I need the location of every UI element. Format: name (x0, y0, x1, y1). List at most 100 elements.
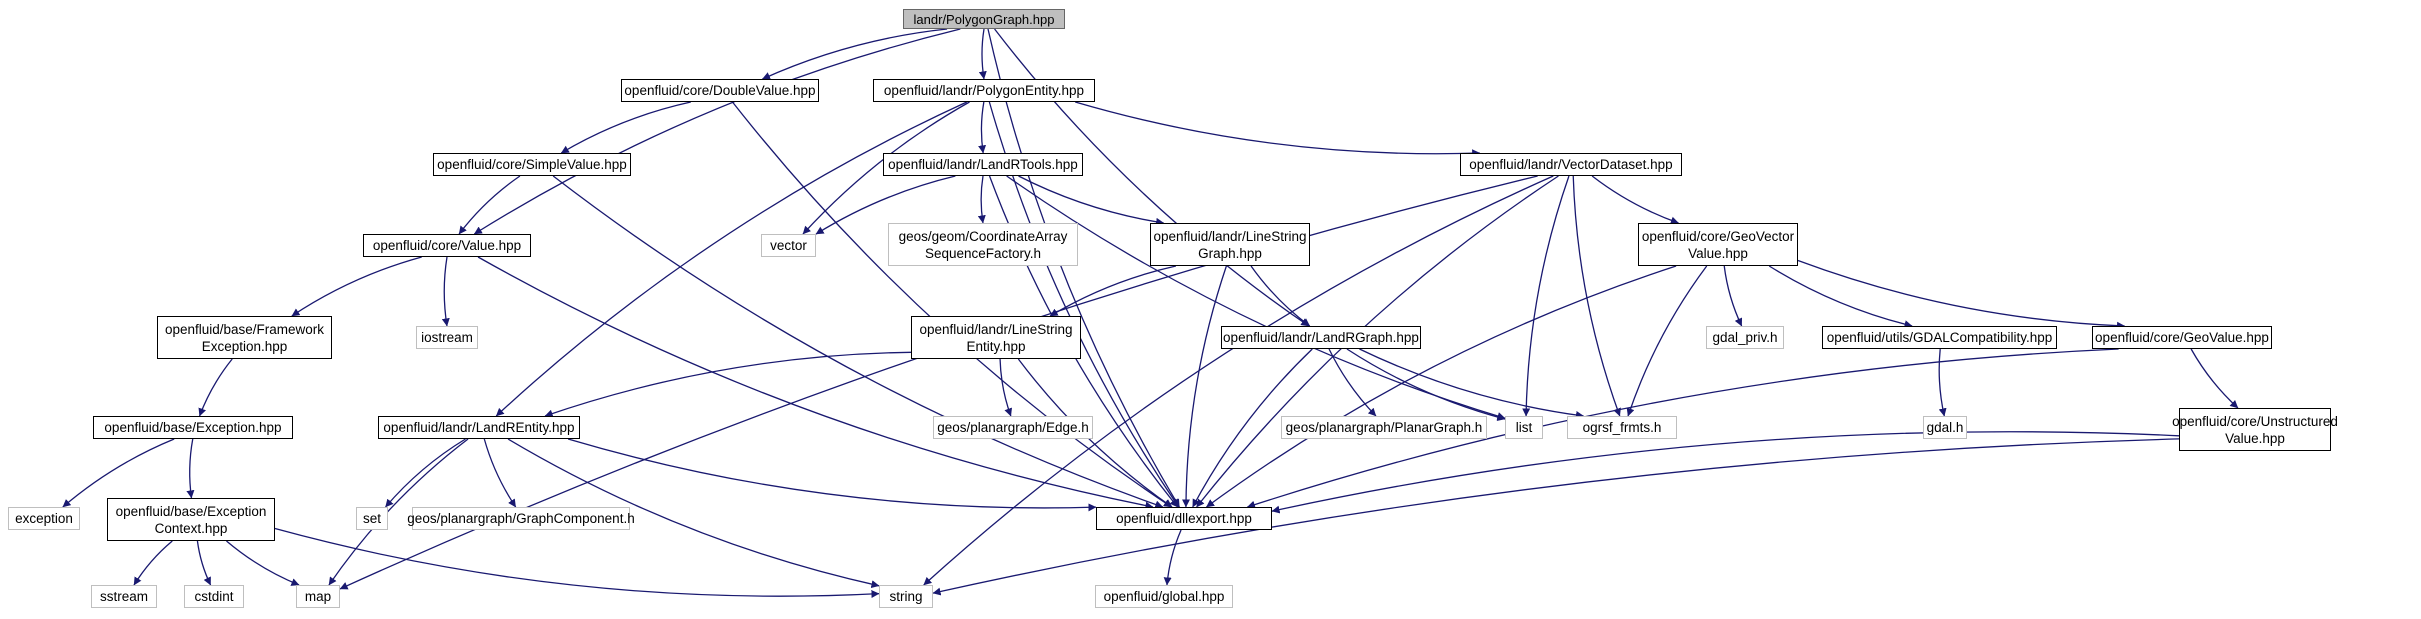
edge-simplevalue-to-value (458, 175, 521, 235)
node-landrgraph[interactable]: openfluid/landr/LandRGraph.hpp (1221, 326, 1421, 349)
node-label: openfluid/base/Exception Context.hpp (115, 503, 267, 536)
edge-value-to-fwexception (291, 256, 422, 317)
node-set: set (356, 507, 388, 530)
edge-exceptioncontext-to-cstdint (196, 540, 212, 586)
node-graphcomponent: geos/planargraph/GraphComponent.h (407, 507, 635, 530)
node-exceptioncontext[interactable]: openfluid/base/Exception Context.hpp (107, 498, 275, 541)
node-label: sstream (99, 589, 148, 604)
node-value[interactable]: openfluid/core/Value.hpp (363, 234, 531, 257)
edge-polygonentity-to-vector (802, 101, 970, 235)
edge-landrentity-to-dllexport (567, 438, 1097, 512)
node-label: openfluid/utils/GDALCompatibility.hpp (1826, 330, 2053, 345)
edge-polygongraph-to-doublevalue (762, 28, 948, 80)
node-gdalh: gdal.h (1923, 416, 1967, 439)
edge-exceptioncontext-to-string (274, 527, 880, 598)
edge-linestringentity-to-edge (999, 358, 1013, 417)
edge-linestringgraph-to-landrgraph (1250, 265, 1311, 327)
node-vectordataset[interactable]: openfluid/landr/VectorDataset.hpp (1460, 153, 1682, 176)
node-label: vector (770, 238, 807, 253)
node-label: geos/planargraph/Edge.h (937, 420, 1089, 435)
edge-landrgraph-to-list (1346, 348, 1506, 421)
node-label: openfluid/landr/LineString Entity.hpp (919, 321, 1073, 354)
edge-vectordataset-to-string (923, 175, 1554, 586)
node-iostream: iostream (416, 326, 478, 349)
node-label: cstdint (194, 589, 234, 604)
node-label: openfluid/landr/LandREntity.hpp (383, 420, 575, 435)
node-label: geos/geom/CoordinateArray SequenceFactor… (898, 228, 1068, 261)
edge-landrtools-to-linestringgraph (1018, 175, 1165, 226)
node-string: string (879, 585, 933, 608)
node-linestringgraph[interactable]: openfluid/landr/LineString Graph.hpp (1150, 223, 1310, 266)
edge-unstructured-to-dllexport (1271, 431, 2180, 514)
edge-polygongraph-to-polygonentity (978, 28, 987, 80)
node-simplevalue[interactable]: openfluid/core/SimpleValue.hpp (433, 153, 631, 176)
node-label: openfluid/landr/LandRTools.hpp (888, 157, 1078, 172)
edge-linestringentity-to-dllexport (1017, 358, 1173, 508)
edge-fwexception-to-exception (198, 358, 233, 417)
edge-geovalue-to-unstructured (2190, 348, 2239, 409)
node-polygongraph[interactable]: landr/PolygonGraph.hpp (903, 9, 1065, 29)
edge-polygonentity-to-landrtools (978, 101, 987, 154)
node-label: gdal_priv.h (1712, 330, 1778, 345)
node-landrentity[interactable]: openfluid/landr/LandREntity.hpp (378, 416, 580, 439)
edge-exceptioncontext-to-map (226, 540, 300, 586)
node-gdalpriv: gdal_priv.h (1706, 326, 1784, 349)
node-label: ogrsf_frmts.h (1582, 420, 1662, 435)
node-dllexport[interactable]: openfluid/dllexport.hpp (1096, 507, 1272, 530)
node-label: geos/planargraph/PlanarGraph.h (1285, 420, 1483, 435)
node-label: openfluid/landr/LineString Graph.hpp (1153, 228, 1307, 261)
node-planargraph: geos/planargraph/PlanarGraph.h (1281, 416, 1487, 439)
edge-polygongraph-to-value (473, 28, 961, 235)
node-sstream: sstream (91, 585, 157, 608)
node-label: exception (15, 511, 73, 526)
node-landrtools[interactable]: openfluid/landr/LandRTools.hpp (883, 153, 1083, 176)
node-geovectorvalue[interactable]: openfluid/core/GeoVector Value.hpp (1638, 223, 1798, 266)
edge-geovectorvalue-to-gdalcompat (1768, 265, 1913, 329)
edge-geovectorvalue-to-ogrsf (1626, 265, 1708, 417)
edge-value-to-iostream (441, 256, 450, 327)
node-label: gdal.h (1926, 420, 1964, 435)
edge-landrtools-to-list (1006, 175, 1506, 420)
edge-unstructured-to-string (932, 438, 2180, 596)
edge-geovectorvalue-to-dllexport (1206, 265, 1677, 508)
edge-polygonentity-to-landrentity (495, 101, 968, 417)
edge-linestringgraph-to-linestringentity (1049, 265, 1177, 317)
node-ogrsf: ogrsf_frmts.h (1567, 416, 1677, 439)
node-label: geos/planargraph/GraphComponent.h (407, 511, 635, 526)
edge-linestringgraph-to-dllexport (1181, 265, 1228, 508)
node-vector: vector (761, 234, 816, 257)
node-gdalcompat[interactable]: openfluid/utils/GDALCompatibility.hpp (1822, 326, 2057, 349)
edge-landrentity-to-graphcomponent (483, 438, 517, 508)
node-label: openfluid/landr/VectorDataset.hpp (1469, 157, 1673, 172)
node-cstdint: cstdint (184, 585, 244, 608)
node-geovalue[interactable]: openfluid/core/GeoValue.hpp (2092, 326, 2272, 349)
edge-polygonentity-to-vectordataset (1075, 101, 1481, 158)
node-fwexception[interactable]: openfluid/base/Framework Exception.hpp (157, 316, 332, 359)
node-label: set (362, 511, 381, 526)
edge-landrgraph-to-dllexport (1192, 348, 1313, 508)
node-polygonentity[interactable]: openfluid/landr/PolygonEntity.hpp (873, 79, 1095, 102)
node-label: map (304, 589, 332, 604)
node-map: map (296, 585, 340, 608)
node-linestringentity[interactable]: openfluid/landr/LineString Entity.hpp (911, 316, 1081, 359)
node-unstructured[interactable]: openfluid/core/Unstructured Value.hpp (2172, 408, 2338, 451)
edge-vectordataset-to-geovectorvalue (1591, 175, 1679, 225)
node-exceptionstd: exception (8, 507, 80, 530)
node-doublevalue[interactable]: openfluid/core/DoubleValue.hpp (621, 79, 819, 102)
node-exception[interactable]: openfluid/base/Exception.hpp (93, 416, 293, 439)
node-global: openfluid/global.hpp (1095, 585, 1233, 608)
node-label: openfluid/core/Unstructured Value.hpp (2172, 413, 2338, 446)
node-label: openfluid/core/GeoVector Value.hpp (1641, 228, 1795, 261)
edge-gdalcompat-to-gdalh (1938, 348, 1947, 417)
node-label: openfluid/core/Value.hpp (372, 238, 522, 253)
edge-landrgraph-to-ogrsf (1359, 348, 1584, 419)
edge-exception-to-exceptioncontext (186, 438, 195, 499)
edge-linestringentity-to-landrentity (544, 351, 912, 418)
node-label: list (1515, 420, 1533, 435)
edge-landrgraph-to-planargraph (1328, 348, 1377, 417)
node-label: openfluid/core/DoubleValue.hpp (624, 83, 816, 98)
edge-dllexport-to-global (1163, 529, 1182, 586)
node-label: iostream (421, 330, 473, 345)
edge-landrentity-to-set (385, 438, 466, 508)
edge-geovectorvalue-to-gdalpriv (1723, 265, 1743, 327)
